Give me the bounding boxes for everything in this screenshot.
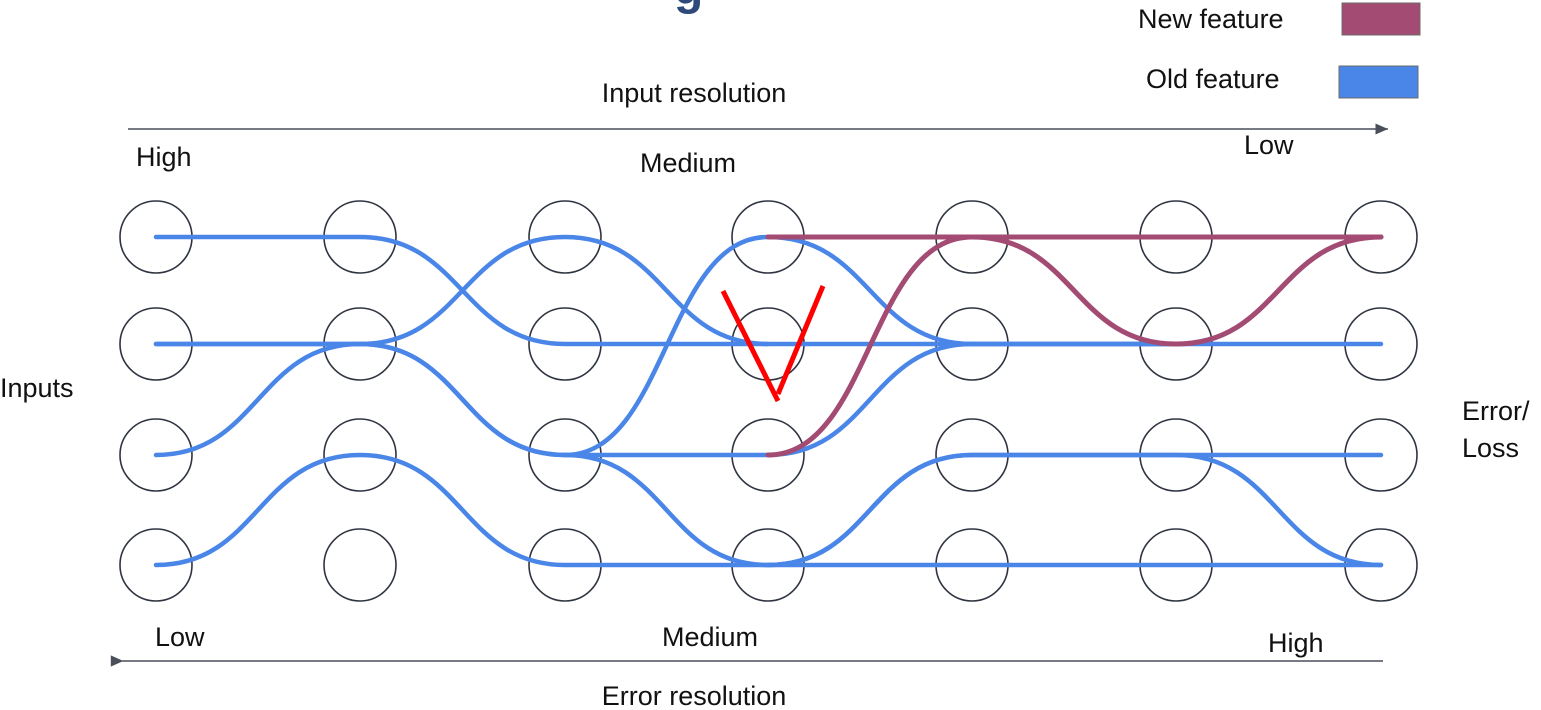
bottom-axis-tick-high: High <box>1268 628 1324 658</box>
old-feature-path-6 <box>765 452 1384 568</box>
node-c1-r3 <box>323 528 397 602</box>
removed-mark-stroke-0 <box>720 289 781 403</box>
legend-old-feature-swatch <box>1338 65 1419 99</box>
removed-mark-stroke-1 <box>775 285 826 395</box>
node-grid <box>119 200 1418 602</box>
title-fragment: g <box>674 0 703 15</box>
removed-node-mark <box>720 285 826 403</box>
top-axis: Input resolution High Medium Low <box>128 78 1388 178</box>
error-loss-label-line1: Error/ <box>1462 396 1530 426</box>
legend-new-feature-swatch <box>1341 2 1421 36</box>
top-axis-tick-high: High <box>136 142 192 172</box>
error-loss-label-line2: Loss <box>1462 433 1519 463</box>
legend-new-feature-label: New feature <box>1138 4 1284 34</box>
bottom-axis-tick-low: Low <box>155 622 205 652</box>
top-axis-tick-low: Low <box>1244 130 1294 160</box>
old-feature-path-7 <box>765 452 1384 568</box>
bottom-axis-tick-medium: Medium <box>662 622 758 652</box>
top-axis-tick-medium: Medium <box>640 148 736 178</box>
top-axis-label: Input resolution <box>602 78 787 108</box>
bottom-axis-label: Error resolution <box>602 681 787 710</box>
old-feature-paths <box>153 234 1384 568</box>
inputs-label: Inputs <box>0 373 74 403</box>
legend: New feature Old feature <box>1138 2 1421 99</box>
bottom-axis: Low Medium High Error resolution <box>110 622 1383 710</box>
legend-old-feature-label: Old feature <box>1146 64 1280 94</box>
old-feature-path-3 <box>153 452 771 568</box>
new-feature-paths <box>765 234 1384 458</box>
new-feature-path-9 <box>765 234 1384 458</box>
